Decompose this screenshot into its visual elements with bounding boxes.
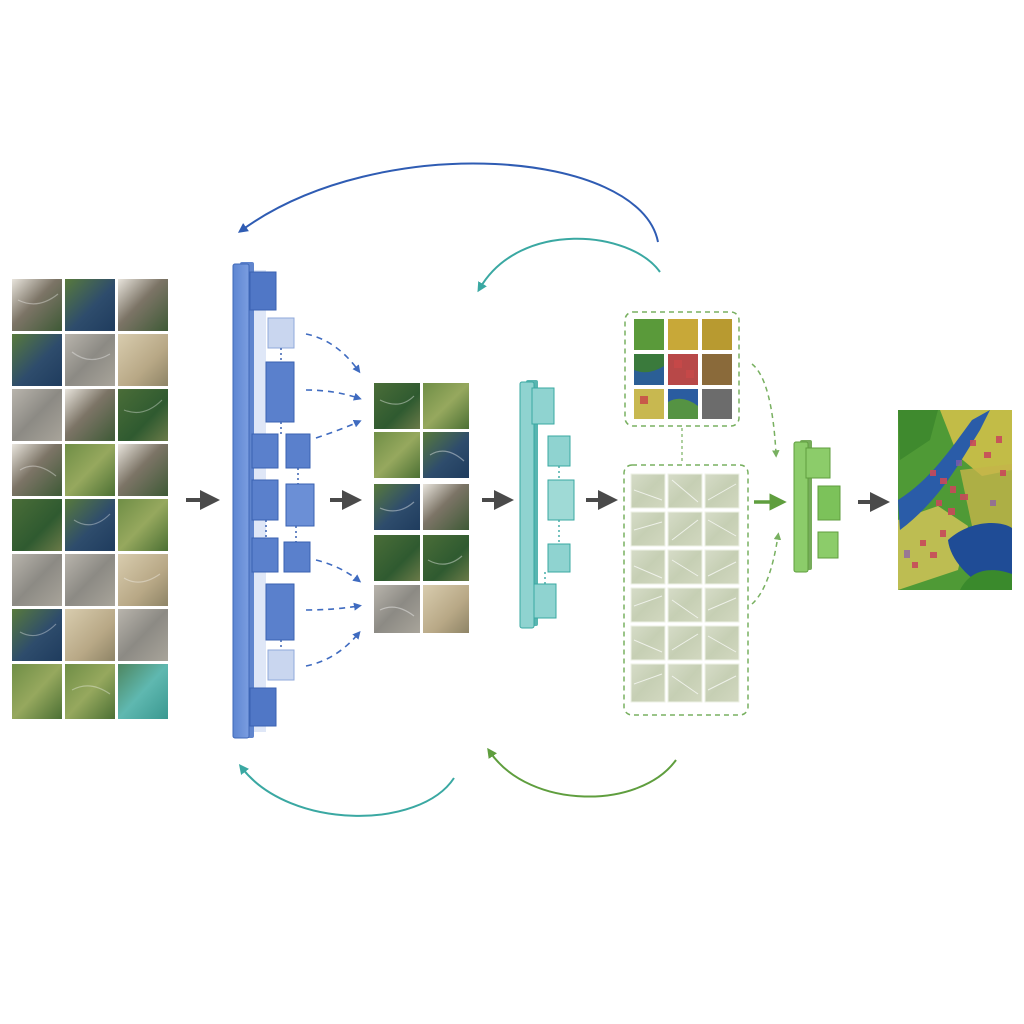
candidate-tile — [668, 512, 702, 546]
green-block — [818, 532, 838, 558]
encoder-block-light — [268, 318, 294, 348]
class-tile — [634, 319, 664, 350]
green-block — [806, 448, 830, 478]
classified-reference-tiles — [625, 312, 739, 464]
satellite-tile — [65, 389, 115, 441]
candidate-tiles — [631, 474, 739, 702]
encoder-block — [252, 538, 278, 572]
dashed-arrow — [306, 606, 358, 610]
feedback-arrow-blue — [242, 164, 658, 242]
encoder-block — [286, 484, 314, 526]
satellite-tile — [118, 554, 168, 606]
patch-tile — [374, 535, 420, 581]
satellite-tile — [118, 444, 168, 496]
encoder-block — [252, 434, 278, 468]
patch-tile — [374, 383, 420, 429]
candidate-tile — [631, 626, 665, 660]
satellite-tile — [12, 389, 62, 441]
dashed-arrow — [752, 364, 776, 454]
satellite-tile — [118, 334, 168, 386]
teal-block — [534, 584, 556, 618]
encoder-bar — [233, 264, 249, 738]
candidate-tile — [705, 512, 739, 546]
satellite-tile — [65, 609, 115, 661]
green-block — [818, 486, 840, 520]
patch-tile — [423, 535, 469, 581]
mosaic-row-6 — [12, 554, 168, 606]
intermediate-patches — [374, 383, 469, 633]
encoder-stack — [233, 262, 314, 738]
encoder-block — [266, 362, 294, 422]
encoder-block — [266, 584, 294, 640]
mosaic-row-4 — [12, 444, 168, 496]
satellite-tile — [65, 664, 115, 719]
candidate-tile — [668, 550, 702, 584]
patch-tile — [423, 484, 469, 530]
teal-block — [532, 388, 554, 424]
class-tile — [702, 389, 732, 419]
candidate-patch-grid — [624, 465, 748, 715]
output-map — [898, 410, 1012, 590]
patch-tile — [423, 585, 469, 633]
satellite-tile — [65, 279, 115, 331]
class-tile — [668, 319, 698, 350]
encoder-block — [250, 688, 276, 726]
feedback-arrow-green — [490, 752, 676, 797]
satellite-tile — [118, 499, 168, 551]
encoder-block-light — [268, 650, 294, 680]
encoder-block — [284, 542, 310, 572]
teal-module — [520, 380, 574, 628]
feedback-arrow-teal-lower — [242, 768, 454, 816]
patch-tile — [423, 383, 469, 429]
mosaic-row-8 — [12, 664, 168, 719]
grid-to-green-arrows — [752, 364, 778, 604]
satellite-tile — [118, 389, 168, 441]
candidate-tile — [705, 626, 739, 660]
satellite-tile — [12, 664, 62, 719]
satellite-tile — [12, 444, 62, 496]
patch-tile — [374, 432, 420, 478]
satellite-tile — [118, 664, 168, 719]
teal-block — [548, 480, 574, 520]
class-tile — [702, 319, 732, 350]
input-mosaic — [12, 279, 168, 719]
satellite-tile — [118, 609, 168, 661]
encoder-block — [250, 272, 276, 310]
class-tile — [668, 354, 698, 385]
dashed-arrow — [316, 560, 358, 580]
candidate-tile — [705, 588, 739, 622]
mosaic-row-3 — [12, 389, 168, 441]
green-module — [794, 440, 840, 572]
candidate-tile — [705, 474, 739, 508]
candidate-tile — [668, 626, 702, 660]
dashed-arrow — [306, 634, 358, 666]
candidate-tile — [668, 664, 702, 702]
satellite-tile — [65, 554, 115, 606]
feedback-arrow-teal-upper — [480, 239, 660, 288]
satellite-tile — [12, 554, 62, 606]
satellite-tile — [12, 334, 62, 386]
teal-block — [548, 436, 570, 466]
encoder-block — [252, 480, 278, 520]
satellite-tile — [65, 444, 115, 496]
candidate-tile — [705, 550, 739, 584]
patch-tile — [423, 432, 469, 478]
satellite-tile — [12, 499, 62, 551]
dashed-arrow — [306, 334, 358, 370]
satellite-tile — [118, 279, 168, 331]
teal-block — [548, 544, 570, 572]
encoder-block — [286, 434, 310, 468]
dashed-arrow — [306, 390, 358, 398]
dashed-arrow — [752, 536, 778, 604]
satellite-tile — [12, 279, 62, 331]
class-tile — [702, 354, 732, 385]
patch-tile — [374, 484, 420, 530]
class-tile — [634, 389, 664, 419]
dashed-arrow — [316, 422, 358, 438]
mosaic-row-1 — [12, 279, 168, 331]
